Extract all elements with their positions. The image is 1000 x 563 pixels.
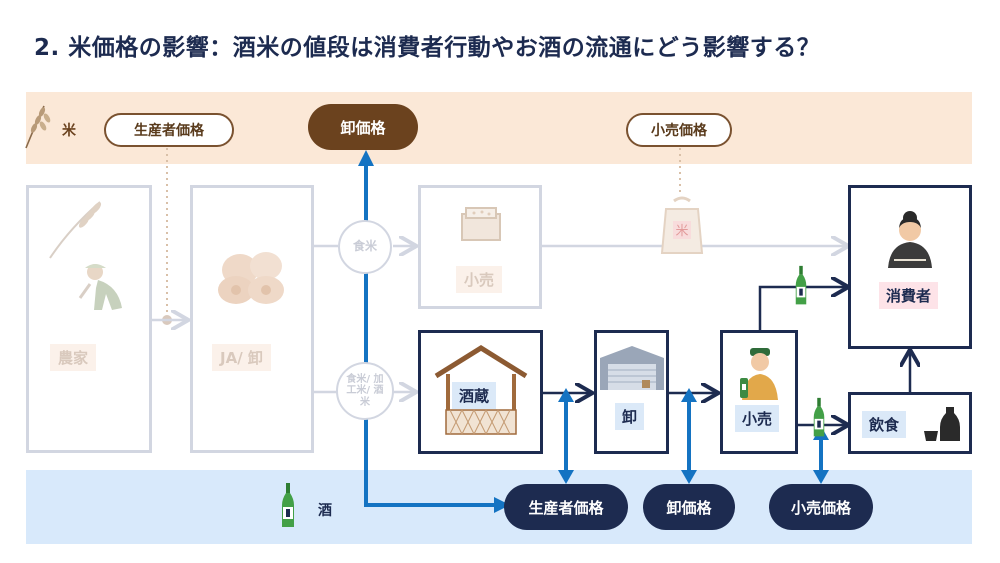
shopkeeper-icon bbox=[740, 348, 778, 400]
rice-box-icon bbox=[461, 207, 501, 241]
ja-label: JA/ 卸 bbox=[212, 344, 271, 371]
processing-rice-circle: 食米/ 加工米/ 酒米 bbox=[336, 362, 394, 420]
rice-bags-icon bbox=[218, 252, 284, 304]
consumer-person-icon bbox=[888, 211, 932, 268]
farmer-icon bbox=[49, 201, 122, 310]
sake-bottle-icon bbox=[795, 265, 807, 305]
page-title: 2. 米価格の影響：酒米の値段は消費者行動やお酒の流通にどう影響する？ bbox=[34, 35, 821, 61]
farmer-label: 農家 bbox=[50, 344, 97, 371]
restaurant-label: 飲食 bbox=[862, 411, 907, 438]
brewery-icon bbox=[434, 345, 528, 435]
ja-box bbox=[190, 185, 314, 453]
rice-band-label: 米 bbox=[62, 123, 76, 139]
sake-wholesale-label: 卸 bbox=[615, 403, 645, 430]
sake-retail-price-pill: 小売価格 bbox=[769, 484, 873, 530]
sake-bottle-icon bbox=[813, 397, 825, 437]
brewery-label: 酒蔵 bbox=[452, 382, 497, 409]
rice-stalk-icon bbox=[25, 105, 51, 149]
rice-wholesale-price-pill: 卸価格 bbox=[308, 104, 418, 150]
sake-band-label: 酒 bbox=[318, 503, 332, 519]
svg-text:米: 米 bbox=[675, 224, 688, 239]
sake-producer-price-pill: 生産者価格 bbox=[504, 484, 628, 530]
sake-wholesale-box bbox=[594, 330, 669, 454]
sake-wholesale-price-pill: 卸価格 bbox=[643, 484, 735, 530]
sake-retail-label: 小売 bbox=[735, 405, 780, 432]
rice-producer-price-pill: 生産者価格 bbox=[104, 113, 234, 147]
rice-retail-price-pill: 小売価格 bbox=[626, 113, 732, 147]
farmer-box bbox=[26, 185, 152, 453]
warehouse-icon bbox=[600, 346, 664, 390]
sake-bottle-icon bbox=[282, 483, 294, 527]
rice-sack-icon: 米 bbox=[660, 196, 704, 254]
rice-retail-label: 小売 bbox=[456, 266, 503, 293]
consumer-label: 消費者 bbox=[879, 282, 939, 309]
consumer-box bbox=[848, 185, 972, 349]
sake-set-icon bbox=[924, 407, 960, 441]
food-rice-circle: 食米 bbox=[338, 220, 392, 274]
